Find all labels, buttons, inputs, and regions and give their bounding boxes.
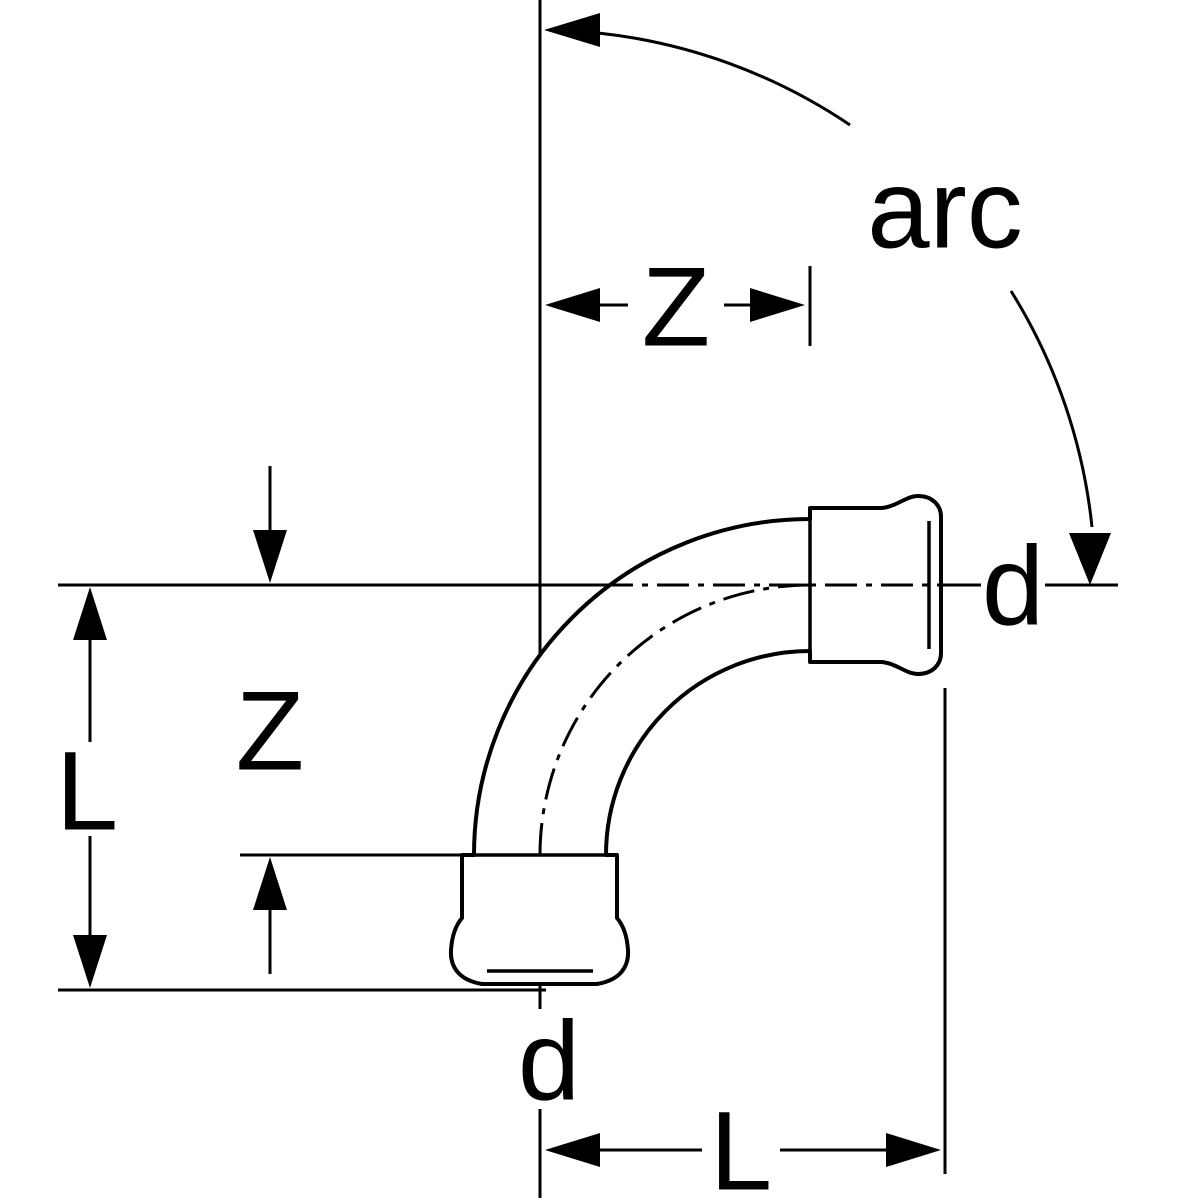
arc-d-arrowhead-down [1069, 533, 1111, 585]
arc-arrowhead-top [544, 13, 600, 47]
arc-label-mask [870, 158, 1020, 256]
d-right-label-mask [981, 534, 1045, 634]
dim-arc: arc [544, 13, 1111, 585]
arc-dimension-curve-upper [597, 31, 851, 127]
d-right-label: d [982, 523, 1044, 648]
z-horizontal-arrow-left [545, 288, 600, 322]
dim-l-horizontal: L [545, 1088, 941, 1200]
arc-dimension-curve-lower [1009, 290, 1094, 528]
dim-z-horizontal: Z [545, 244, 805, 369]
bend-centerline-arc [538, 583, 811, 856]
elbow-silhouette [448, 494, 943, 986]
arc-label: arc [867, 146, 1023, 271]
dim-d-bottom: d [517, 998, 583, 1123]
l-vertical-arrow-down [73, 935, 107, 988]
z-vertical-arrow-down [253, 530, 287, 583]
l-vertical-label-mask [50, 742, 126, 836]
z-horizontal-arrow-right [750, 288, 805, 322]
l-horizontal-arrow-left [545, 1133, 600, 1167]
z-vertical-label: Z [236, 668, 304, 793]
d-bottom-label: d [518, 998, 580, 1123]
l-horizontal-label: L [710, 1088, 772, 1200]
d-bottom-label-mask [517, 1009, 583, 1109]
dim-l-vertical: L [50, 587, 126, 988]
fitting-body [448, 494, 943, 986]
z-horizontal-label-mask [628, 258, 724, 352]
l-horizontal-arrow-right [886, 1133, 941, 1167]
l-vertical-label: L [56, 728, 118, 853]
reference-lines [58, 0, 812, 1198]
l-vertical-arrow-up [73, 587, 107, 640]
z-vertical-arrow-up [253, 857, 287, 910]
dim-d-right: d [981, 523, 1045, 648]
dim-z-vertical: Z [236, 466, 304, 974]
l-horizontal-label-mask [702, 1102, 780, 1196]
z-horizontal-label: Z [642, 244, 710, 369]
